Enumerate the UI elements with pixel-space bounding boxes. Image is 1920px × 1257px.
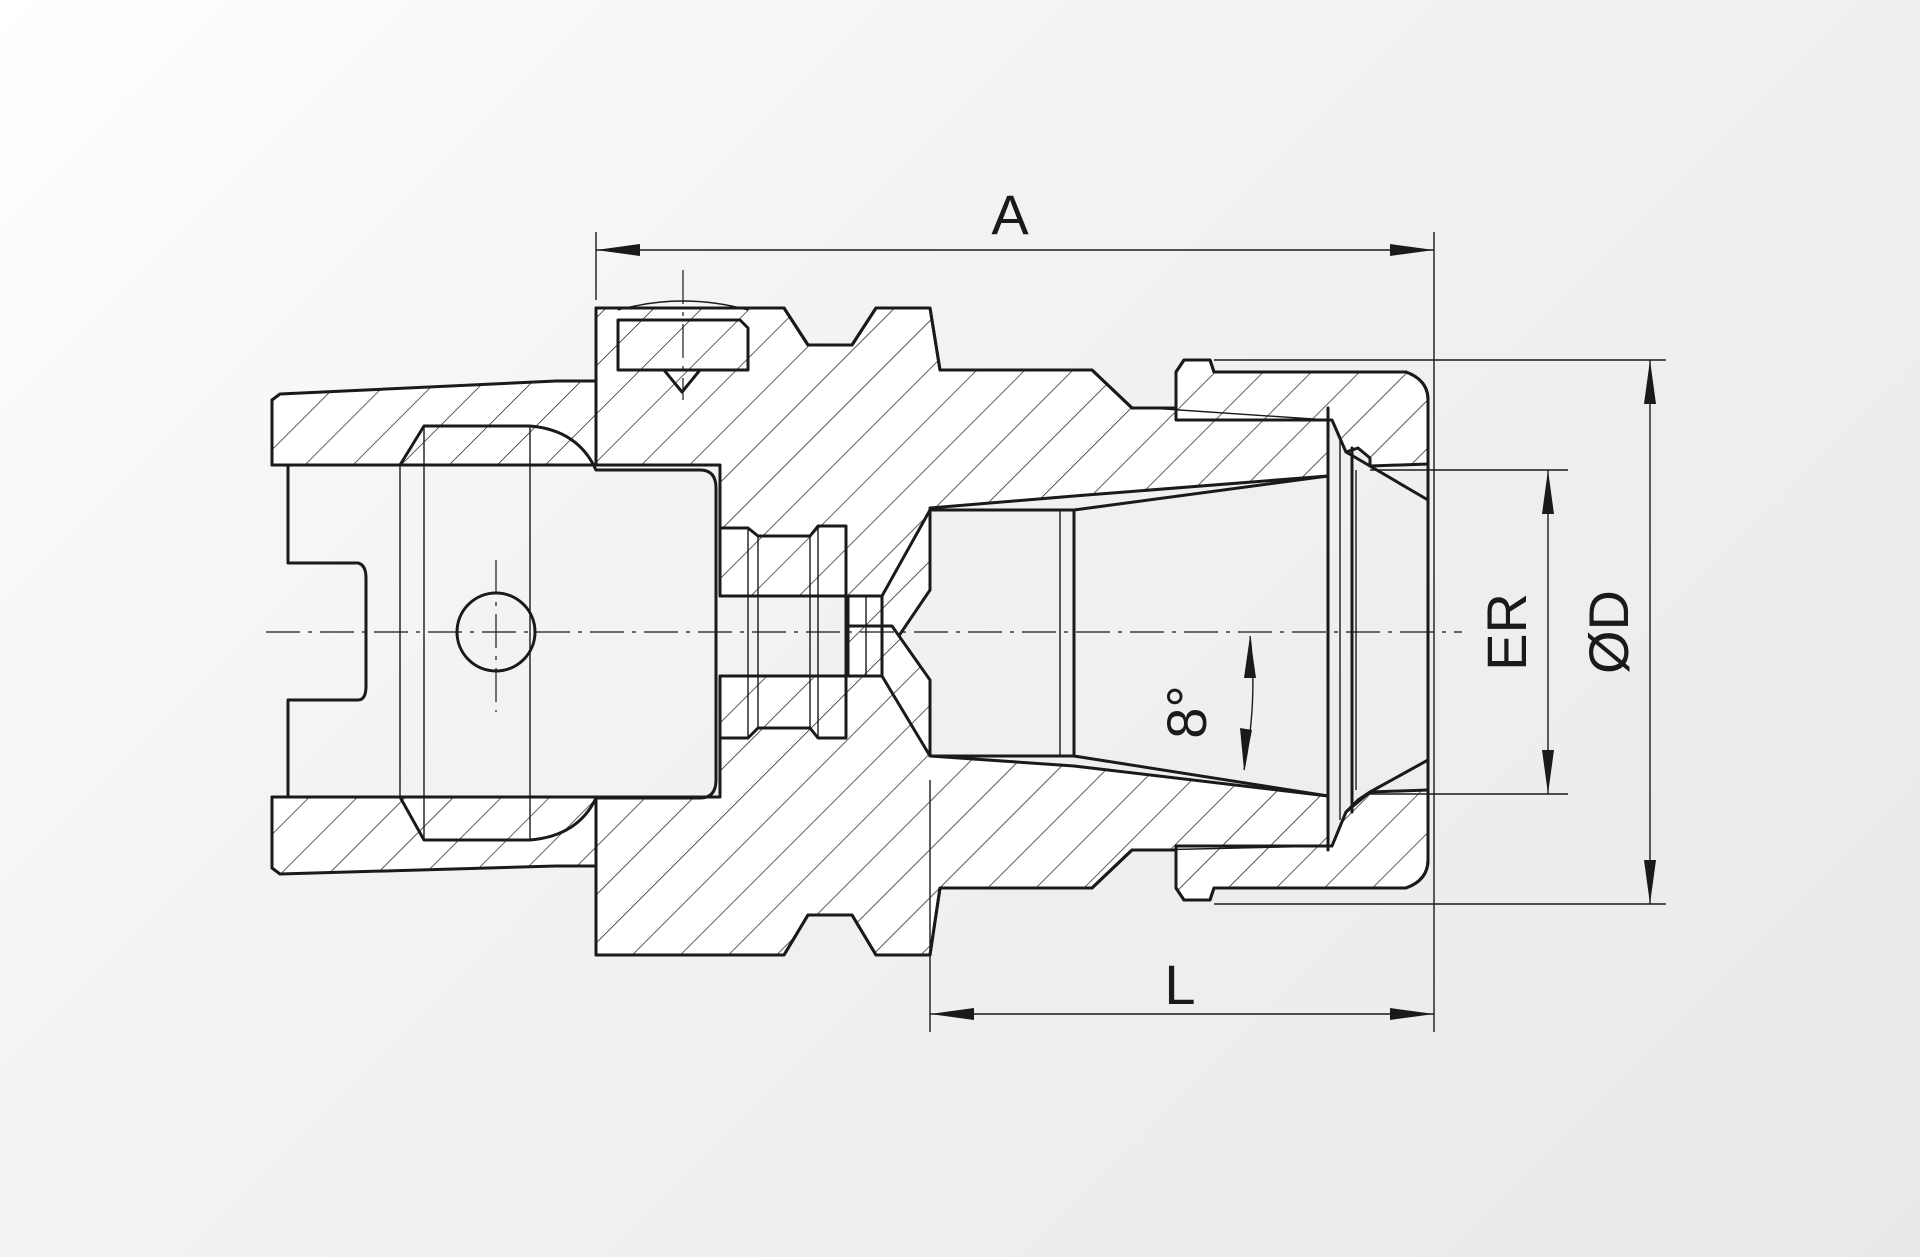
angle-arrow-bottom — [1240, 728, 1252, 770]
flange-lower-section — [594, 624, 1330, 957]
nut-inner-contour — [1344, 450, 1430, 814]
shank-upper-section — [270, 379, 598, 467]
angle-label: 8° — [1155, 685, 1218, 739]
dim-l-label: L — [1164, 953, 1195, 1016]
coolant-bore — [718, 524, 848, 740]
bore-cone — [880, 474, 1330, 798]
dim-a-arrow-left — [596, 244, 640, 256]
dim-er-arrow-top — [1542, 470, 1554, 514]
dim-a-arrow-right — [1390, 244, 1434, 256]
pilot-bore — [844, 594, 884, 678]
dim-d-arrow-top — [1644, 360, 1656, 404]
dim-er-label: ER — [1475, 593, 1538, 671]
set-screw — [616, 318, 750, 394]
flange-outline-lower — [594, 848, 1134, 957]
dim-d-label: ØD — [1577, 590, 1640, 674]
set-screw-head — [617, 300, 749, 311]
flange-outline — [594, 306, 1134, 410]
shank-cavity — [398, 424, 718, 842]
dim-a-label: A — [991, 183, 1029, 246]
shank-lower-section — [270, 795, 598, 876]
thread-line-top — [1149, 407, 1329, 421]
flange-upper-section — [594, 306, 1330, 648]
dim-l-arrow-right — [1390, 1008, 1434, 1020]
thread-line-bottom — [1149, 845, 1329, 851]
angle-arrow-top — [1244, 636, 1256, 678]
dim-l-arrow-left — [930, 1008, 974, 1020]
dim-d-arrow-bottom — [1644, 860, 1656, 904]
dim-er-arrow-bottom — [1542, 750, 1554, 794]
